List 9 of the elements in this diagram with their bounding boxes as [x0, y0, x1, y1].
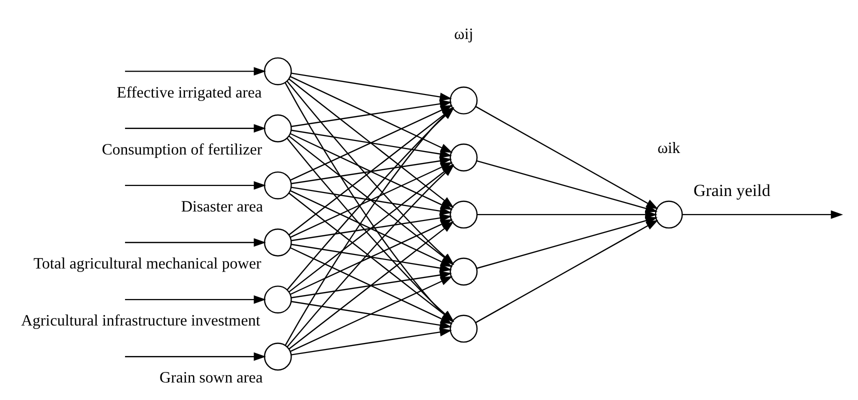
node-label: Effective irrigated area	[116, 84, 262, 102]
node-label: Disaster area	[180, 198, 262, 216]
label: ωij	[454, 26, 473, 44]
node-label: Consumption of fertilizer	[101, 141, 262, 158]
node-label: Grain yeild	[692, 180, 770, 200]
label: ωik	[657, 140, 680, 158]
node-label: Grain sown area	[158, 370, 262, 387]
node-label: Total agricultural mechanical power	[32, 255, 261, 272]
node-label: Agricultural infrastructure investment	[20, 312, 260, 330]
